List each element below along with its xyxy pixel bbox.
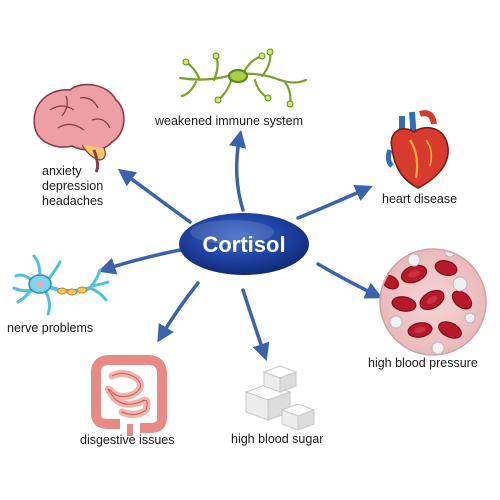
label-heart: heart disease xyxy=(382,192,458,206)
neuron-icon xyxy=(12,254,110,316)
label-blood-pressure: high blood pressure xyxy=(368,356,478,370)
arrow-to-nerve xyxy=(98,248,182,275)
center-label: Cortisol xyxy=(202,232,285,257)
arrow-to-heart xyxy=(296,185,373,220)
center-node: Cortisol xyxy=(179,213,309,275)
heart-icon xyxy=(385,110,449,189)
label-digestive: disgestive issues xyxy=(80,433,175,447)
arrow-to-bp xyxy=(316,262,383,299)
arrow-to-digestive xyxy=(157,281,200,343)
label-anxiety-line-3: headaches xyxy=(42,194,104,208)
arrow-to-sugar xyxy=(241,288,270,361)
label-blood-sugar: high blood sugar xyxy=(231,432,324,446)
intestine-icon xyxy=(91,355,167,436)
blood-cells-icon xyxy=(379,248,487,356)
arrows xyxy=(98,129,383,361)
label-anxiety-line-1: anxiety xyxy=(42,164,82,178)
arrow-to-immune xyxy=(229,129,247,212)
brain-icon xyxy=(33,83,125,173)
arrow-to-anxiety xyxy=(117,168,192,224)
label-anxiety: anxiety depression headaches xyxy=(42,164,103,209)
sugar-cubes-icon xyxy=(244,365,316,431)
label-immune: weakened immune system xyxy=(155,114,303,128)
immune-cell-icon xyxy=(178,48,308,108)
label-nerve: nerve problems xyxy=(7,321,94,335)
label-anxiety-line-2: depression xyxy=(42,179,104,193)
